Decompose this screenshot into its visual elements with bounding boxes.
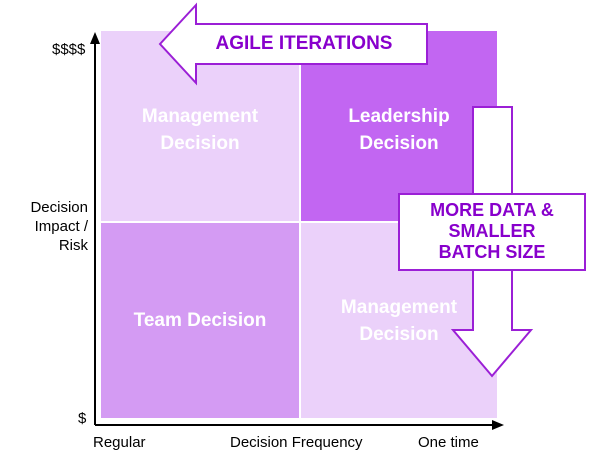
x-axis-label: Decision Frequency [230,434,363,451]
y-axis-bottom-tick: $ [78,410,87,427]
x-axis-arrowhead-icon [492,420,504,430]
quadrant-bottom-left: Team Decision [101,223,299,418]
x-axis-left-tick: Regular [93,434,146,451]
quadrant-top-right-label: Leadership Decision [348,106,450,154]
x-axis-right-tick: One time [418,434,479,451]
quadrant-bottom-left-label: Team Decision [133,310,267,331]
y-axis-top-tick: $$$$ [52,41,86,58]
y-axis-arrowhead-icon [90,32,100,44]
more-data-label: MORE DATA & SMALLER BATCH SIZE [430,200,554,262]
agile-iterations-label: AGILE ITERATIONS [215,33,393,54]
quadrant-top-left-label: Management Decision [141,106,259,154]
quadrant-bottom-right-label: Management Decision [340,297,458,345]
more-data-callout-box [398,193,586,271]
y-axis-label: Decision Impact / Risk [30,199,88,254]
agile-iterations-arrow-icon [158,2,428,86]
